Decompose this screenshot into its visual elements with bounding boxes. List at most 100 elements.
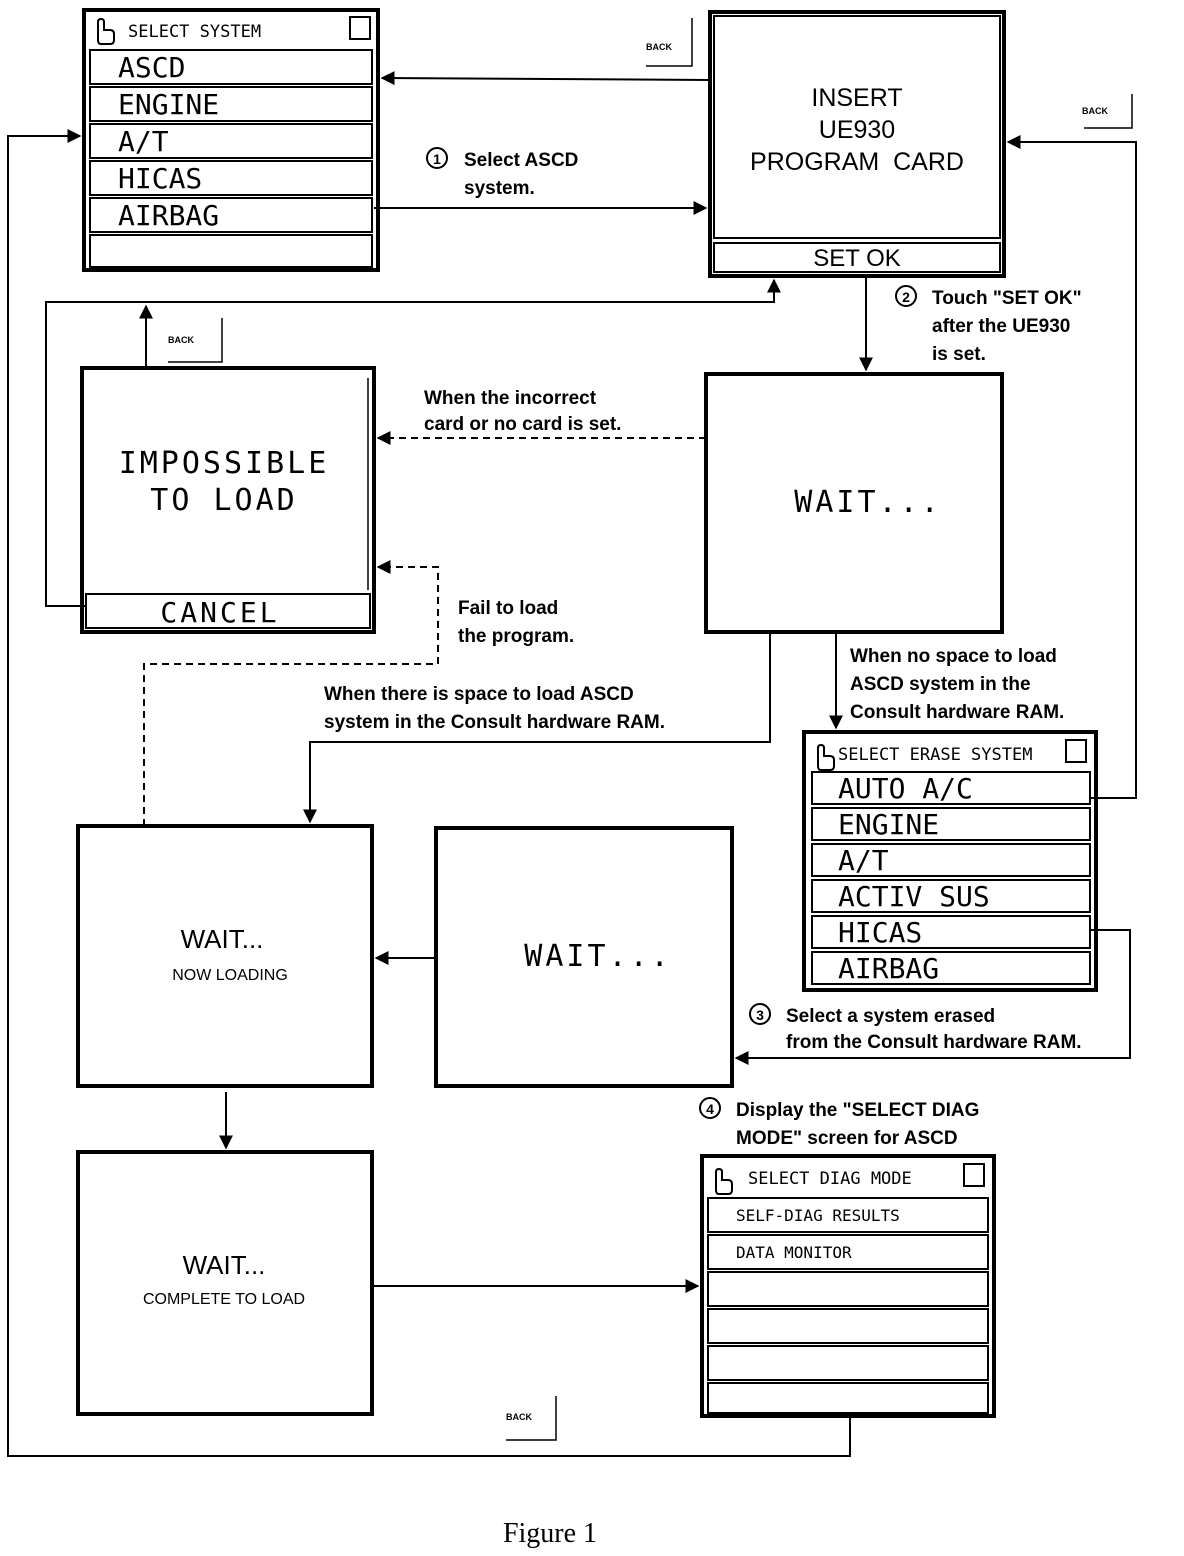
cancel-button[interactable] xyxy=(85,593,371,629)
select-diag-item[interactable] xyxy=(707,1382,989,1414)
wait-text: WAIT... xyxy=(794,485,941,520)
step-number-circle xyxy=(895,285,917,307)
select-erase-item[interactable] xyxy=(811,843,1091,877)
svg-text:Display the "SELECT DIAG: Display the "SELECT DIAG xyxy=(736,1100,979,1121)
set-ok-label: SET OK xyxy=(813,245,901,272)
svg-text:BACK: BACK xyxy=(1082,106,1108,116)
svg-text:Consult hardware RAM.: Consult hardware RAM. xyxy=(850,702,1064,723)
select-system-item[interactable] xyxy=(89,197,373,233)
step-number-circle xyxy=(699,1097,721,1119)
impossible-to-load-screen: IMPOSSIBLE TO LOAD CANCEL xyxy=(80,366,376,634)
select-diag-item-label: SELF-DIAG RESULTS xyxy=(736,1206,900,1225)
set-ok-button[interactable] xyxy=(713,242,1001,273)
insert-card-line2: UE930 xyxy=(819,116,895,144)
select-erase-item[interactable] xyxy=(811,807,1091,841)
select-diag-title: SELECT DIAG MODE xyxy=(748,1169,912,1189)
complete-line2: COMPLETE TO LOAD xyxy=(143,1291,305,1308)
select-erase-item[interactable] xyxy=(811,771,1091,805)
svg-text:BACK: BACK xyxy=(646,42,672,52)
svg-text:the program.: the program. xyxy=(458,626,574,647)
connectors xyxy=(7,71,1137,1457)
svg-text:ASCD system in the: ASCD system in the xyxy=(850,674,1031,695)
svg-text:Fail to load: Fail to load xyxy=(458,598,558,619)
select-system-item-label: ASCD xyxy=(118,51,185,84)
select-system-item[interactable] xyxy=(89,49,373,85)
insert-card-screen: INSERT UE930 PROGRAM CARD SET OK xyxy=(708,10,1006,278)
annotation-step4: 4 Display the "SELECT DIAG MODE" screen … xyxy=(699,1097,979,1149)
back-label-1: BACK xyxy=(646,18,693,67)
select-erase-item[interactable] xyxy=(811,879,1091,913)
menu-box-icon[interactable] xyxy=(349,16,371,40)
select-diag-screen: SELECT DIAG MODE SELF-DIAG RESULTS DATA … xyxy=(700,1154,996,1418)
select-system-item[interactable] xyxy=(89,86,373,122)
select-system-item[interactable] xyxy=(89,123,373,159)
select-system-item[interactable] xyxy=(89,160,373,196)
wait-screen-2: WAIT... xyxy=(434,826,734,1088)
select-erase-item[interactable] xyxy=(811,951,1091,985)
select-erase-screen: SELECT ERASE SYSTEM AUTO A/C ENGINE A/T … xyxy=(802,730,1098,992)
select-system-screen: SELECT SYSTEM ASCD ENGINE A/T HICAS AIRB… xyxy=(82,8,380,272)
select-system-item-label: AIRBAG xyxy=(118,199,219,232)
select-erase-item-label: ACTIV SUS xyxy=(838,880,990,913)
annotation-step1: 1 Select ASCD system. xyxy=(426,147,578,199)
svg-text:When there is space to load AS: When there is space to load ASCD xyxy=(324,684,634,705)
now-loading-line2: NOW LOADING xyxy=(172,967,288,984)
svg-text:Touch "SET OK": Touch "SET OK" xyxy=(932,288,1082,309)
annotation-step2: 2 Touch "SET OK" after the UE930 is set. xyxy=(895,285,1082,365)
svg-text:When the incorrect: When the incorrect xyxy=(424,388,597,409)
step-number-circle xyxy=(426,147,448,169)
select-erase-item-label: ENGINE xyxy=(838,808,939,841)
select-system-item-label: ENGINE xyxy=(118,88,219,121)
arrow-cancel-loop xyxy=(45,278,781,607)
svg-text:3: 3 xyxy=(756,1007,764,1023)
select-erase-item-label: A/T xyxy=(838,844,889,877)
arrow-erase-selected xyxy=(734,929,1131,1065)
annotation-incorrect-card: When the incorrect card or no card is se… xyxy=(424,388,621,435)
hand-icon xyxy=(817,743,835,771)
annotation-step3: 3 Select a system erased from the Consul… xyxy=(749,1003,1082,1053)
svg-text:is set.: is set. xyxy=(932,344,986,365)
wait-screen-1: WAIT... xyxy=(704,372,1004,634)
select-system-item-label: HICAS xyxy=(118,162,202,195)
impossible-line2: TO LOAD xyxy=(150,483,297,518)
step-number-circle xyxy=(749,1003,771,1025)
annotation-fail-to-load: Fail to load the program. xyxy=(458,598,574,647)
menu-box-icon[interactable] xyxy=(1065,739,1087,763)
select-diag-item[interactable] xyxy=(707,1197,989,1233)
select-diag-item[interactable] xyxy=(707,1234,989,1270)
impossible-line1: IMPOSSIBLE xyxy=(119,446,330,481)
hand-icon xyxy=(715,1167,733,1195)
hand-icon xyxy=(97,17,115,45)
select-erase-item[interactable] xyxy=(811,915,1091,949)
wait-complete-screen: WAIT... COMPLETE TO LOAD xyxy=(76,1150,374,1416)
svg-text:from the Consult hardware RAM.: from the Consult hardware RAM. xyxy=(786,1032,1082,1053)
select-system-item-label: A/T xyxy=(118,125,169,158)
arrow-back-to-select-system xyxy=(380,71,711,86)
back-label-4: BACK xyxy=(506,1396,557,1441)
complete-line1: WAIT... xyxy=(183,1250,266,1280)
select-erase-item-label: AIRBAG xyxy=(838,952,939,985)
select-diag-item[interactable] xyxy=(707,1345,989,1381)
menu-box-icon[interactable] xyxy=(963,1163,985,1187)
svg-text:2: 2 xyxy=(902,289,910,305)
arrow-space-available xyxy=(303,632,771,824)
back-label-3: BACK xyxy=(168,318,223,363)
svg-text:1: 1 xyxy=(433,151,441,167)
svg-text:When no space to load: When no space to load xyxy=(850,646,1057,667)
svg-text:BACK: BACK xyxy=(168,335,194,345)
insert-card-line1: INSERT xyxy=(811,84,902,112)
select-system-title: SELECT SYSTEM xyxy=(128,22,261,42)
annotation-no-space: When no space to load ASCD system in the… xyxy=(850,646,1064,723)
svg-text:4: 4 xyxy=(706,1101,714,1117)
svg-text:after the UE930: after the UE930 xyxy=(932,316,1070,337)
annotation-space-available: When there is space to load ASCD system … xyxy=(324,684,665,733)
select-system-item[interactable] xyxy=(89,234,373,268)
wait-text: WAIT... xyxy=(524,939,671,974)
figure-caption: Figure 1 xyxy=(503,1518,597,1549)
insert-card-line3: PROGRAM CARD xyxy=(750,148,964,176)
select-diag-item[interactable] xyxy=(707,1271,989,1307)
svg-text:Select a system erased: Select a system erased xyxy=(786,1006,995,1027)
svg-text:BACK: BACK xyxy=(506,1412,532,1422)
select-diag-item[interactable] xyxy=(707,1308,989,1344)
